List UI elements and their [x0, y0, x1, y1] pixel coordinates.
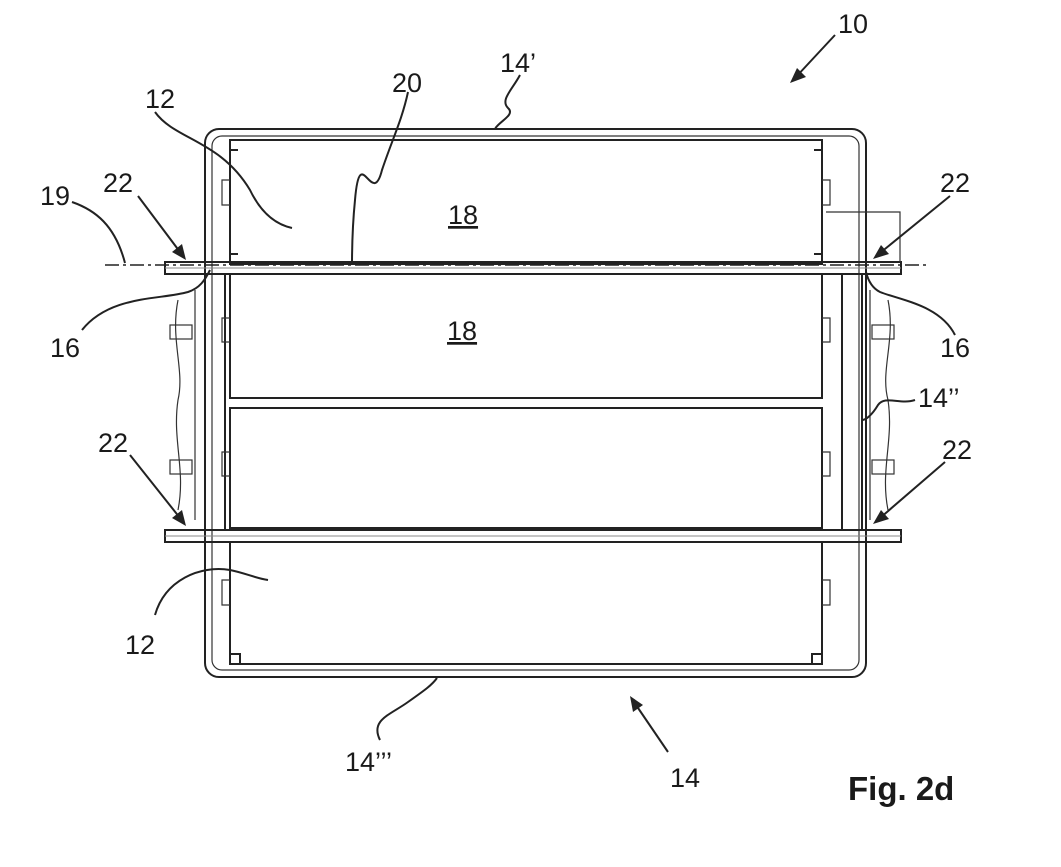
- label-22-bottom-left: 22: [98, 428, 128, 458]
- label-14-prime: 14’: [500, 48, 536, 78]
- label-12-bottom: 12: [125, 630, 155, 660]
- label-14-double-prime: 14’’: [918, 383, 960, 413]
- right-side-frame: [826, 212, 900, 530]
- bottom-cell-block: [230, 542, 822, 664]
- label-18-lower: 18: [447, 316, 477, 346]
- label-12-top: 12: [145, 84, 175, 114]
- label-22-top-left: 22: [103, 168, 133, 198]
- label-18-upper: 18: [448, 200, 478, 230]
- label-16-left: 16: [50, 333, 80, 363]
- label-19: 19: [40, 181, 70, 211]
- label-20: 20: [392, 68, 422, 98]
- lower-plate: [165, 530, 901, 542]
- label-10: 10: [838, 9, 868, 39]
- label-14: 14: [670, 763, 700, 793]
- left-side-frame: [170, 274, 225, 530]
- third-cell-block: [230, 408, 822, 528]
- label-16-right: 16: [940, 333, 970, 363]
- upper-cell-block: [230, 140, 822, 264]
- label-14-triple-prime: 14’’’: [345, 747, 392, 777]
- housing-outline: [205, 129, 866, 677]
- label-22-top-right: 22: [940, 168, 970, 198]
- second-cell-block: [230, 274, 822, 398]
- label-22-bottom-right: 22: [942, 435, 972, 465]
- figure-caption: Fig. 2d: [848, 770, 954, 807]
